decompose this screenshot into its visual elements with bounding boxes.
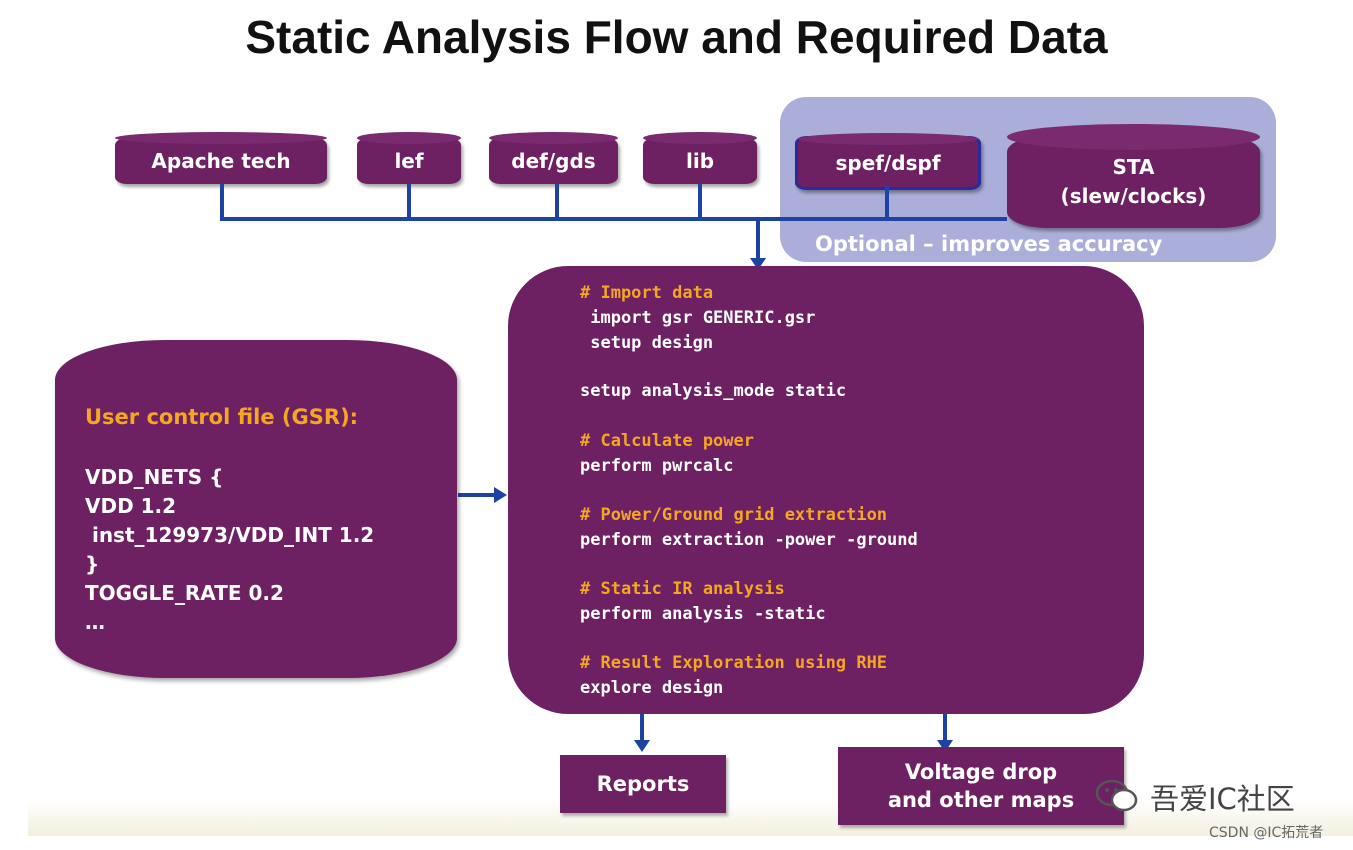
optional-note: Optional – improves accuracy [815, 232, 1163, 256]
gsr-line: VDD 1.2 [85, 494, 177, 518]
script-comment: # Result Exploration using RHE [580, 653, 888, 673]
page-title: Static Analysis Flow and Required Data [245, 11, 1108, 63]
bus-drop-spef [885, 186, 889, 220]
input-defgds-label: def/gds [511, 149, 596, 173]
bus-down-to-script [756, 217, 760, 261]
input-lef: lef [357, 132, 461, 184]
csdn-credit: CSDN @IC拓荒者 [1209, 825, 1324, 841]
output-reports: Reports [560, 755, 726, 813]
bus-drop-lef [407, 184, 411, 220]
gsr-line: } [85, 552, 100, 576]
input-lib: lib [643, 132, 757, 184]
gsr-control-file [55, 340, 457, 678]
gsr-line: inst_129973/VDD_INT 1.2 [85, 523, 375, 547]
output-maps-line1: Voltage drop [904, 760, 1058, 784]
input-lef-label: lef [394, 149, 424, 173]
script-line: setup design [580, 333, 714, 353]
script-line: perform pwrcalc [580, 456, 734, 476]
input-spef: spef/dspf [795, 133, 981, 190]
script-comment: # Import data [580, 283, 714, 303]
arrow-maps-line [943, 714, 947, 744]
arrow-gsr-line [458, 493, 496, 497]
script-comment: # Static IR analysis [580, 579, 785, 599]
script-box [508, 266, 1144, 714]
input-defgds: def/gds [489, 132, 618, 184]
arrow-reports-head [634, 740, 650, 752]
arrow-reports-line [640, 714, 644, 744]
watermark-brand: 吾爱IC社区 [1150, 782, 1295, 816]
input-apache-tech: Apache tech [115, 132, 327, 184]
gsr-line: TOGGLE_RATE 0.2 [85, 581, 284, 605]
arrow-maps-head [937, 740, 953, 752]
script-comment: # Power/Ground grid extraction [580, 505, 888, 525]
script-comment: # Calculate power [580, 431, 754, 451]
bus-drop-defgds [555, 184, 559, 220]
arrow-gsr-head [494, 487, 507, 503]
input-sta-line1: STA [1112, 155, 1155, 179]
input-spef-label: spef/dspf [835, 151, 941, 175]
gsr-line: … [85, 610, 105, 634]
input-apache-tech-label: Apache tech [151, 149, 291, 173]
output-maps-line2: and other maps [887, 788, 1075, 812]
bus-drop-apache [220, 184, 224, 220]
script-line: perform extraction -power -ground [580, 530, 918, 550]
script-line: setup analysis_mode static [580, 381, 847, 401]
gsr-line: VDD_NETS { [85, 465, 224, 489]
output-reports-label: Reports [596, 772, 690, 796]
gsr-heading: User control file (GSR): [85, 405, 359, 429]
script-line: perform analysis -static [580, 604, 826, 624]
output-voltage-maps: Voltage drop and other maps [838, 747, 1124, 825]
bus-horizontal [220, 217, 1007, 221]
input-sta-line2: (slew/clocks) [1060, 184, 1207, 208]
script-line: explore design [580, 678, 724, 698]
arrow-to-script-head [750, 258, 766, 270]
input-lib-label: lib [685, 149, 715, 173]
script-line: import gsr GENERIC.gsr [580, 308, 816, 328]
wechat-icon [1095, 779, 1138, 812]
bus-drop-lib [698, 184, 702, 220]
input-sta: STA (slew/clocks) [1007, 124, 1260, 228]
